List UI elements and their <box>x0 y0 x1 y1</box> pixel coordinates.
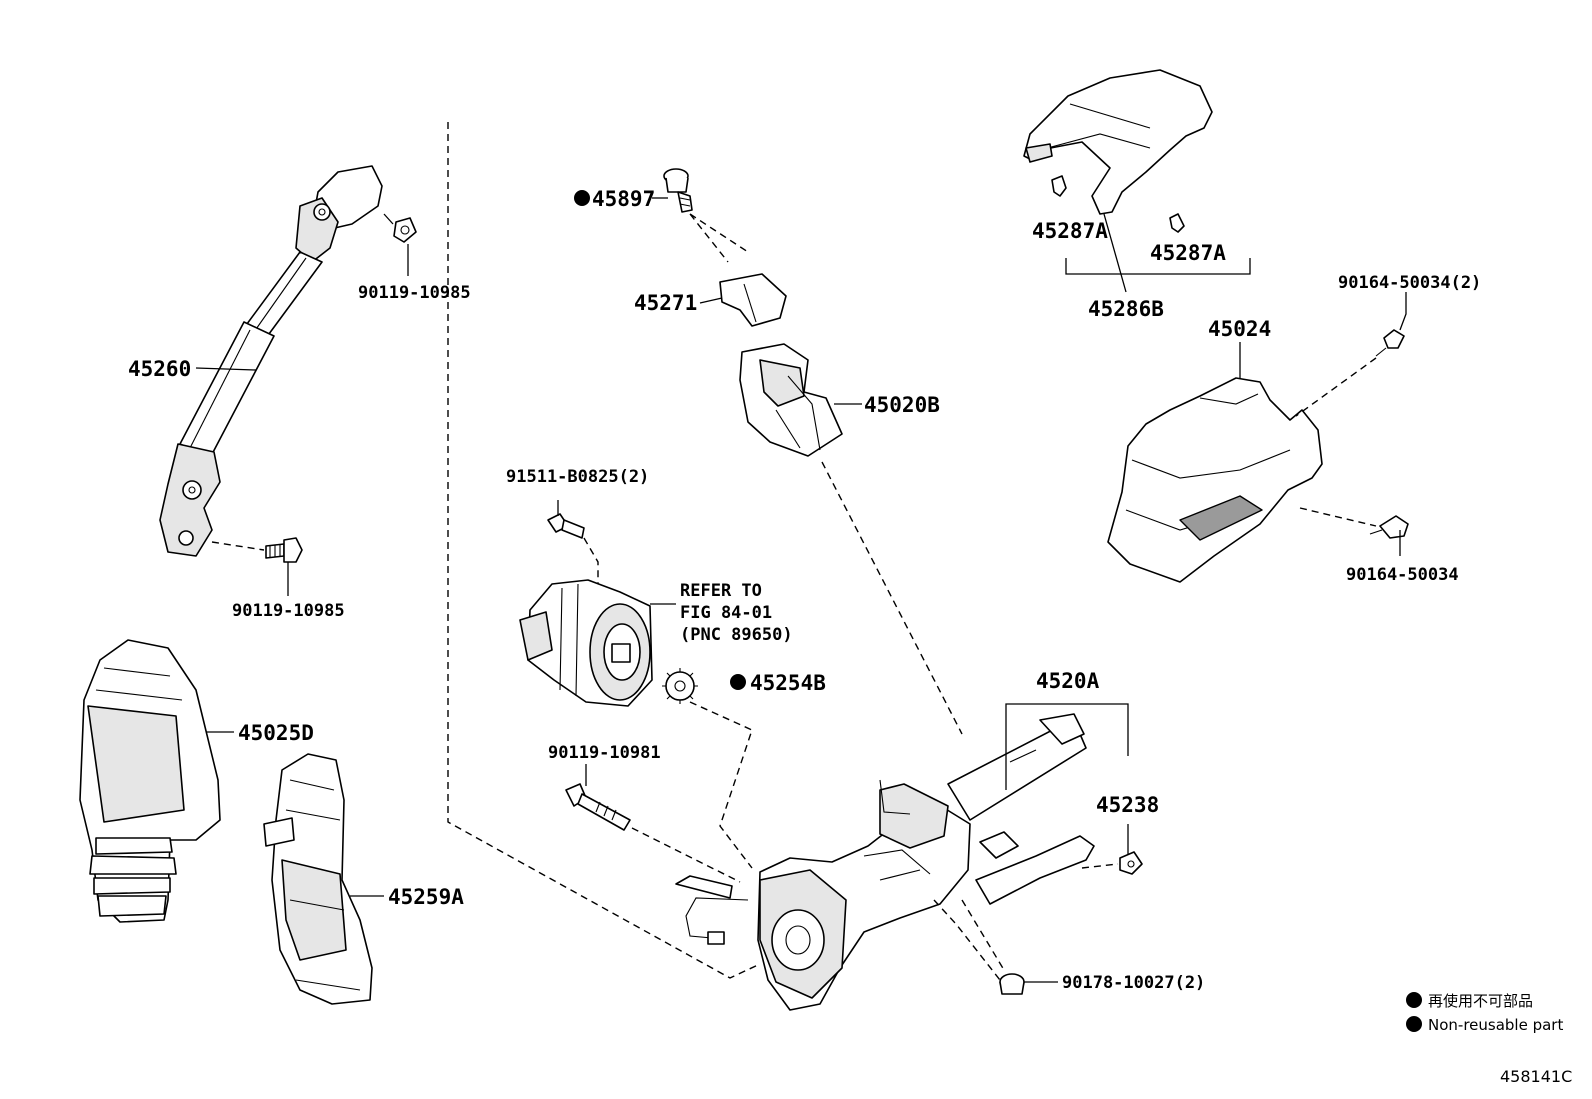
leader-45260 <box>195 367 257 371</box>
legend-text-en: Non-reusable part <box>1428 1016 1563 1034</box>
figure-id: 458141C <box>1500 1067 1572 1086</box>
screw-90164-50034-upper <box>1375 329 1405 357</box>
lock-housing-45020b <box>739 343 843 457</box>
label-45897: 45897 <box>592 187 655 211</box>
steering-column-4520a <box>675 713 1095 1011</box>
lower-cover-45024 <box>1107 377 1323 583</box>
nut-45238 <box>1119 851 1143 875</box>
legend: 再使用不可部品 Non-reusable part <box>1406 992 1563 1034</box>
intermediate-shaft-45260 <box>159 165 383 557</box>
label-45287a-right: 45287A <box>1150 241 1226 265</box>
non-reusable-marker-45897 <box>574 190 590 206</box>
clip-45287a-right <box>1169 213 1185 233</box>
nut-90178-10027 <box>999 973 1025 995</box>
legend-text-jp: 再使用不可部品 <box>1428 992 1533 1010</box>
label-45287a-left: 45287A <box>1032 219 1108 243</box>
label-45254b: 45254B <box>750 671 826 695</box>
label-90164-50034-2: 90164-50034(2) <box>1338 273 1481 293</box>
label-45024: 45024 <box>1208 317 1271 341</box>
label-90119-10985-bottom: 90119-10985 <box>232 601 345 621</box>
upper-cover-45286b <box>1023 69 1213 215</box>
label-45259a: 45259A <box>388 885 464 909</box>
label-90164-50034: 90164-50034 <box>1346 565 1459 585</box>
cover-45259a <box>263 753 373 1005</box>
legend-marker-1 <box>1406 992 1422 1008</box>
leader-gear-to-column <box>689 701 753 869</box>
bracket-45287a <box>1065 258 1251 275</box>
leader-bolt-91511 <box>583 537 599 586</box>
leader-bolt-90119-10981 <box>631 827 741 883</box>
clamp-45271 <box>719 273 787 327</box>
bracket-4520a <box>1005 703 1129 756</box>
gear-45254b <box>662 668 698 704</box>
label-90119-10981: 90119-10981 <box>548 743 661 763</box>
leader-shaft-to-column <box>447 122 761 979</box>
leader-nut-90178 <box>933 899 1005 981</box>
legend-marker-2 <box>1406 1016 1422 1032</box>
label-45020b: 45020B <box>864 393 940 417</box>
bolt-91511-b0825 <box>547 513 585 539</box>
label-refer-line3: (PNC 89650) <box>680 625 793 645</box>
pin-45897 <box>663 168 693 213</box>
leader-screw-upper <box>1295 357 1377 417</box>
leader-45286b <box>1103 213 1127 293</box>
label-91511-b0825-2: 91511-B0825(2) <box>506 467 649 487</box>
label-45271: 45271 <box>634 291 697 315</box>
bolt-90119-10985-lower <box>265 537 303 563</box>
leader-nut-45238 <box>1081 863 1119 869</box>
label-45286b: 45286B <box>1088 297 1164 321</box>
motor-assembly <box>519 579 653 707</box>
bolt-90119-10985-upper <box>383 213 417 243</box>
label-45260: 45260 <box>128 357 191 381</box>
bolt-90119-10981 <box>565 783 631 831</box>
label-45238: 45238 <box>1096 793 1159 817</box>
non-reusable-marker-45254b <box>730 674 746 690</box>
screw-90164-50034-lower <box>1369 515 1409 539</box>
label-90178-10027-2: 90178-10027(2) <box>1062 973 1205 993</box>
clip-45287a-left <box>1051 175 1067 197</box>
leader-bolt-lower <box>211 541 265 551</box>
label-45025d: 45025D <box>238 721 314 745</box>
label-refer-line2: FIG 84-01 <box>680 603 772 623</box>
label-4520a: 4520A <box>1036 669 1100 693</box>
label-refer-line1: REFER TO <box>680 581 762 601</box>
leader-lock-housing-to-column <box>821 461 963 735</box>
label-90119-10985-top: 90119-10985 <box>358 283 471 303</box>
leader-screw-lower <box>1299 507 1377 527</box>
boot-45025d <box>79 639 221 923</box>
leader-pin-to-clamp <box>689 213 749 263</box>
leader-90164-top <box>1399 292 1407 331</box>
leader-45271 <box>699 297 723 304</box>
